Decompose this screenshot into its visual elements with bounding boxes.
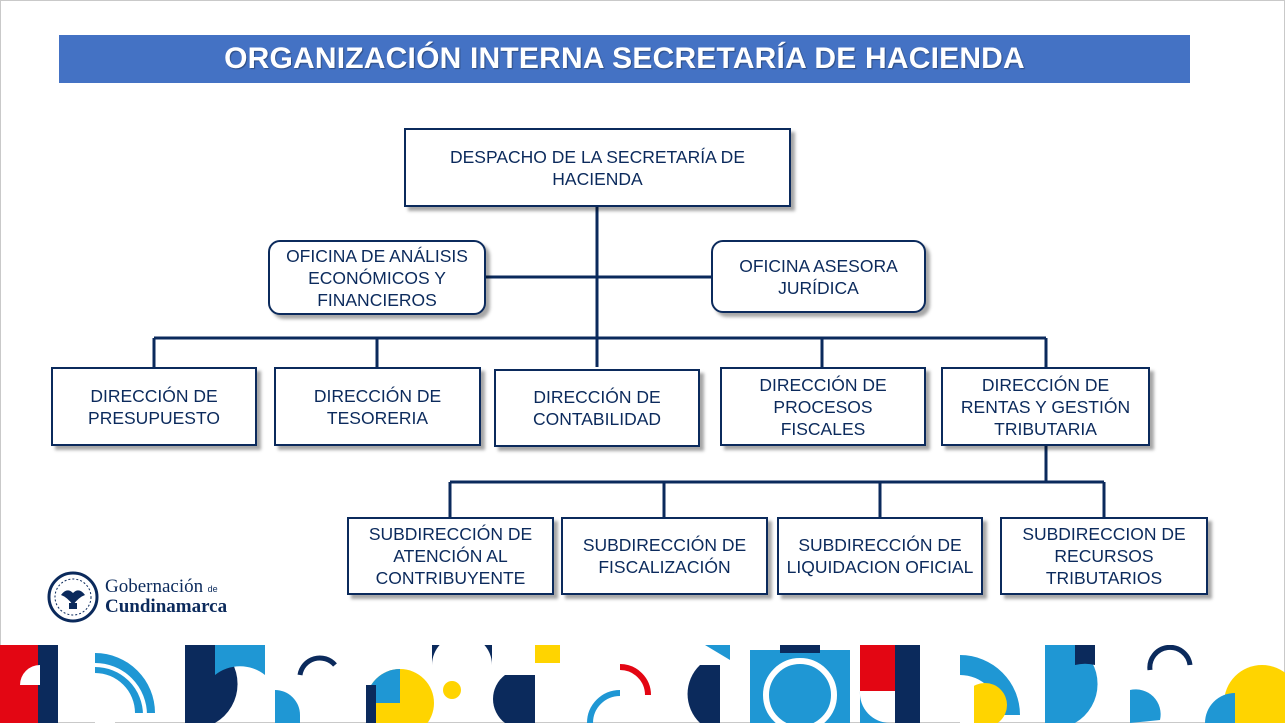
direccion-tesoreria-box: DIRECCIÓN DE TESORERIA — [274, 367, 481, 446]
page-title: ORGANIZACIÓN INTERNA SECRETARÍA DE HACIE… — [224, 42, 1025, 75]
logo-line1: Gobernación — [105, 576, 204, 597]
gobernacion-logo: Gobernación de Cundinamarca — [47, 571, 227, 623]
decorative-band — [0, 645, 1285, 723]
despacho-box: DESPACHO DE LA SECRETARÍA DE HACIENDA — [404, 128, 791, 207]
direccion-presupuesto-box: DIRECCIÓN DE PRESUPUESTO — [51, 367, 257, 446]
direccion-procesos-fiscales-box: DIRECCIÓN DE PROCESOS FISCALES — [720, 367, 926, 446]
oficina-juridica-box: OFICINA ASESORA JURÍDICA — [711, 240, 926, 313]
direccion-contabilidad-box: DIRECCIÓN DE CONTABILIDAD — [494, 369, 700, 447]
subdireccion-atencion-box: SUBDIRECCIÓN DE ATENCIÓN AL CONTRIBUYENT… — [347, 517, 554, 595]
subdireccion-fiscalizacion-box: SUBDIRECCIÓN DE FISCALIZACIÓN — [561, 517, 768, 595]
oficina-analisis-box: OFICINA DE ANÁLISIS ECONÓMICOS Y FINANCI… — [268, 240, 486, 315]
direccion-rentas-box: DIRECCIÓN DE RENTAS Y GESTIÓN TRIBUTARIA — [941, 367, 1150, 446]
logo-text: Gobernación de Cundinamarca — [105, 576, 228, 617]
logo-de: de — [207, 584, 218, 594]
seal-icon — [47, 571, 99, 623]
logo-line2: Cundinamarca — [105, 596, 228, 617]
subdireccion-recursos-box: SUBDIRECCION DE RECURSOS TRIBUTARIOS — [1000, 517, 1208, 595]
title-bar: ORGANIZACIÓN INTERNA SECRETARÍA DE HACIE… — [59, 35, 1190, 83]
subdireccion-liquidacion-box: SUBDIRECCIÓN DE LIQUIDACION OFICIAL — [777, 517, 983, 595]
